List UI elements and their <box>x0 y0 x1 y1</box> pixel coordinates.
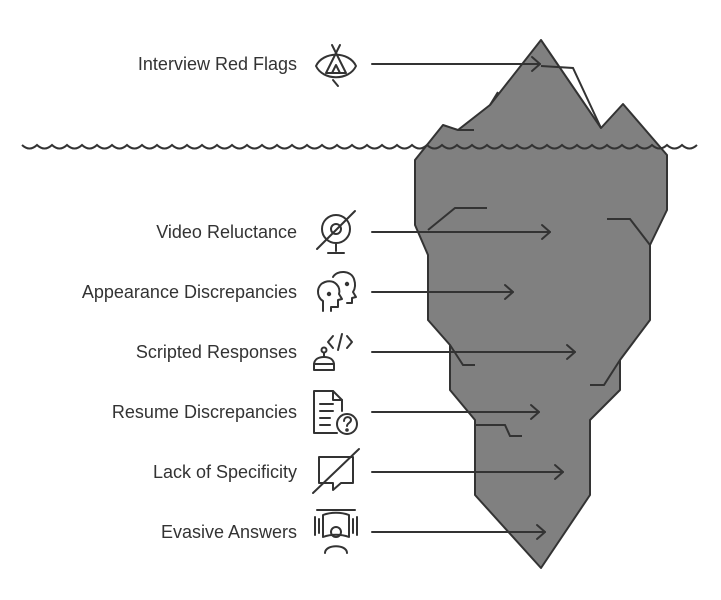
document-question-icon <box>311 387 361 437</box>
evasive-answers-label: Evasive Answers <box>160 522 297 542</box>
scripted-responses-label: Scripted Responses <box>135 342 297 362</box>
appearance-discrepancies-label: Appearance Discrepancies <box>81 282 297 302</box>
connector-arrow <box>371 284 514 300</box>
tent-icon <box>311 39 361 89</box>
two-faces-icon <box>311 267 361 317</box>
connector-arrow <box>371 464 564 480</box>
iceberg-shape <box>414 39 668 569</box>
connector-arrows <box>371 56 576 540</box>
resume-discrepancies-label: Resume Discrepancies <box>111 402 297 422</box>
robot-code-icon <box>311 327 361 377</box>
connector-arrow <box>371 344 576 360</box>
masked-person-icon <box>311 507 361 557</box>
interview-red-flags-label: Interview Red Flags <box>137 54 297 74</box>
no-video-camera-icon <box>311 207 361 257</box>
slashed-chat-bubble-icon <box>311 447 361 497</box>
lack-of-specificity-label: Lack of Specificity <box>152 462 297 482</box>
connector-arrow <box>371 404 540 420</box>
iceberg-cracks <box>427 65 651 437</box>
connector-arrow <box>371 224 551 240</box>
water-line <box>21 143 698 150</box>
connector-arrow <box>371 56 541 72</box>
video-reluctance-label: Video Reluctance <box>156 222 297 242</box>
connector-arrow <box>371 524 546 540</box>
